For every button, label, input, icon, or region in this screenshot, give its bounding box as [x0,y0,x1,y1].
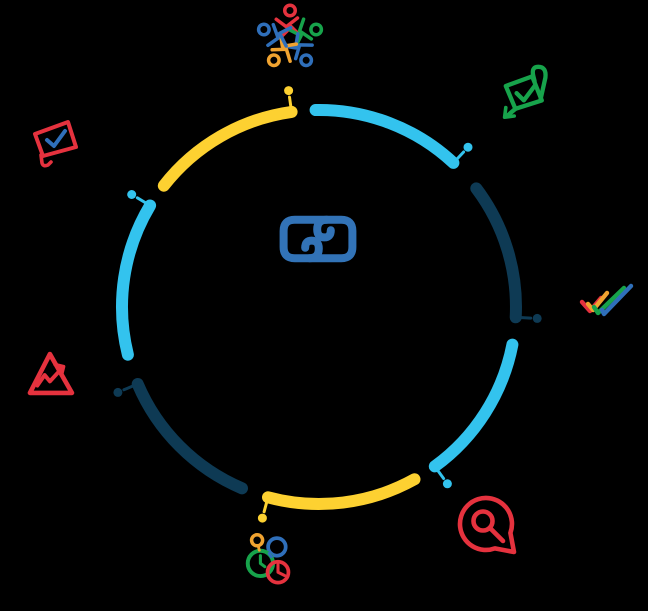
icon-stroke [514,83,537,103]
segment-right-upper-navy-connector-stem [516,315,533,320]
icon-stroke [305,215,357,263]
icon-stroke [274,16,300,29]
segment-bottom-yellow-connector-stem [262,497,269,514]
icon-stroke [256,544,261,552]
segment-bottom-left-navy-connector-dot [113,387,123,397]
growth-chart-icon [27,351,75,396]
segment-top-right-cyan-connector-stem [453,150,466,163]
segment-top-left-yellow [157,105,298,192]
icon-stroke [45,129,67,148]
process-gauges-icon [245,533,291,585]
icon-stroke [591,285,627,316]
segment-top-right-cyan [309,103,460,169]
icon-stroke [502,105,516,120]
segment-bottom-yellow-connector-dot [257,513,267,523]
icon-stroke [457,495,517,555]
icon-stroke [258,554,267,569]
target-search-icon [457,495,517,555]
icon-stroke [39,153,53,168]
segment-right-lower-cyan-connector-stem [434,466,446,480]
segment-right-lower-cyan-connector-dot [442,479,452,489]
segment-left-cyan-connector-dot [127,190,137,199]
magnifier-lens [471,509,495,533]
gauge-blue [266,536,288,558]
segment-right-lower-cyan [428,338,519,473]
logo-loops [279,215,357,263]
person-head [266,53,281,68]
segment-top-left-yellow-connector-stem [288,95,293,112]
gauge-pie [265,559,291,585]
segment-left-cyan-connector-stem [135,196,150,206]
campaign-megaphone-icon [33,120,78,168]
icon-stroke [293,43,314,61]
icon-stroke [487,525,506,544]
icon-stroke [276,562,287,578]
icon-stroke [599,283,634,317]
segment-top-left-yellow-connector-dot [284,86,294,96]
segment-bottom-left-navy [131,378,248,495]
icon-stroke [266,22,280,48]
icon-stroke [33,120,78,158]
segment-left-cyan [116,199,157,361]
zoho-crm-logo [279,215,357,263]
person-head [309,22,324,37]
icon-stroke [530,64,548,102]
segment-bottom-left-navy-connector-stem [122,383,138,392]
icon-stroke [585,290,610,313]
segment-bottom-yellow [262,473,421,510]
icon-stroke [35,365,65,388]
icon-stroke [267,552,273,559]
person-head [256,22,271,37]
engagement-chat-icon [502,64,548,120]
segment-top-right-cyan-connector-dot [463,142,473,152]
icon-stroke [270,47,292,64]
icon-stroke [504,106,518,119]
person-head [299,53,314,68]
icon-stroke [53,362,66,377]
icon-stroke [297,17,314,41]
community-people-icon [256,3,324,68]
person-figure [256,22,293,48]
person-head [283,3,297,18]
icon-stroke [277,25,293,48]
segment-right-upper-navy [470,182,522,324]
segment-right-upper-navy-connector-dot [532,313,542,323]
multi-check-icon [579,283,634,317]
